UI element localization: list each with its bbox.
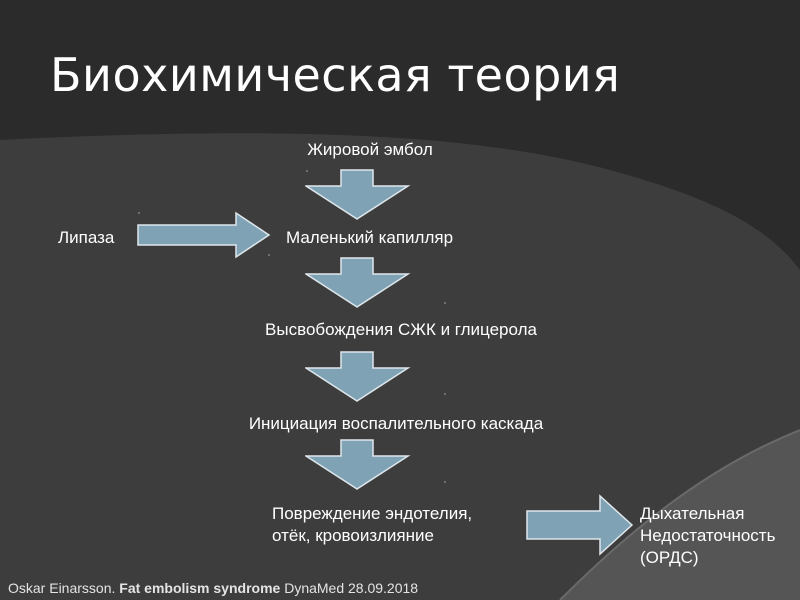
node-fat-embolus: Жировой эмбол [307,140,433,159]
node-small-capillary: Маленький капилляр [286,228,454,247]
arrow-down-1 [305,169,411,220]
decorative-dot [306,170,308,172]
decorative-dot [138,212,140,214]
lower-curved-highlight [559,429,800,600]
node-lipase: Липаза [58,228,115,247]
lower-curved-panel [560,430,800,600]
arrow-down-4 [305,439,411,490]
arrow-right-respiratory [526,494,634,556]
node-ffa-release: Высвобождения СЖК и глицерола [265,320,537,339]
footer-source: DynaMed 28.09.2018 [280,580,419,596]
dark-curved-panel [0,0,800,270]
arrow-down-2 [305,257,411,308]
node-respiratory-failure: Дыхательная Недостаточность (ОРДС) [640,504,776,567]
decorative-dot [268,254,270,256]
node-endothelium-damage: Повреждение эндотелия, отёк, кровоизлиян… [272,504,473,545]
decorative-dot [444,302,446,304]
node-inflammation: Инициация воспалительного каскада [248,414,544,433]
footer-author: Oskar Einarsson. [8,580,120,596]
footer-article: Fat embolism syndrome [119,580,281,596]
slide-title: Биохимическая теория [50,48,621,102]
arrow-down-3 [305,351,411,402]
decorative-dot [444,393,446,395]
decorative-dot [444,481,446,483]
arrow-right-lipase [137,211,271,259]
footer-citation: Oskar Einarsson. Fat embolism syndrome D… [8,580,418,596]
